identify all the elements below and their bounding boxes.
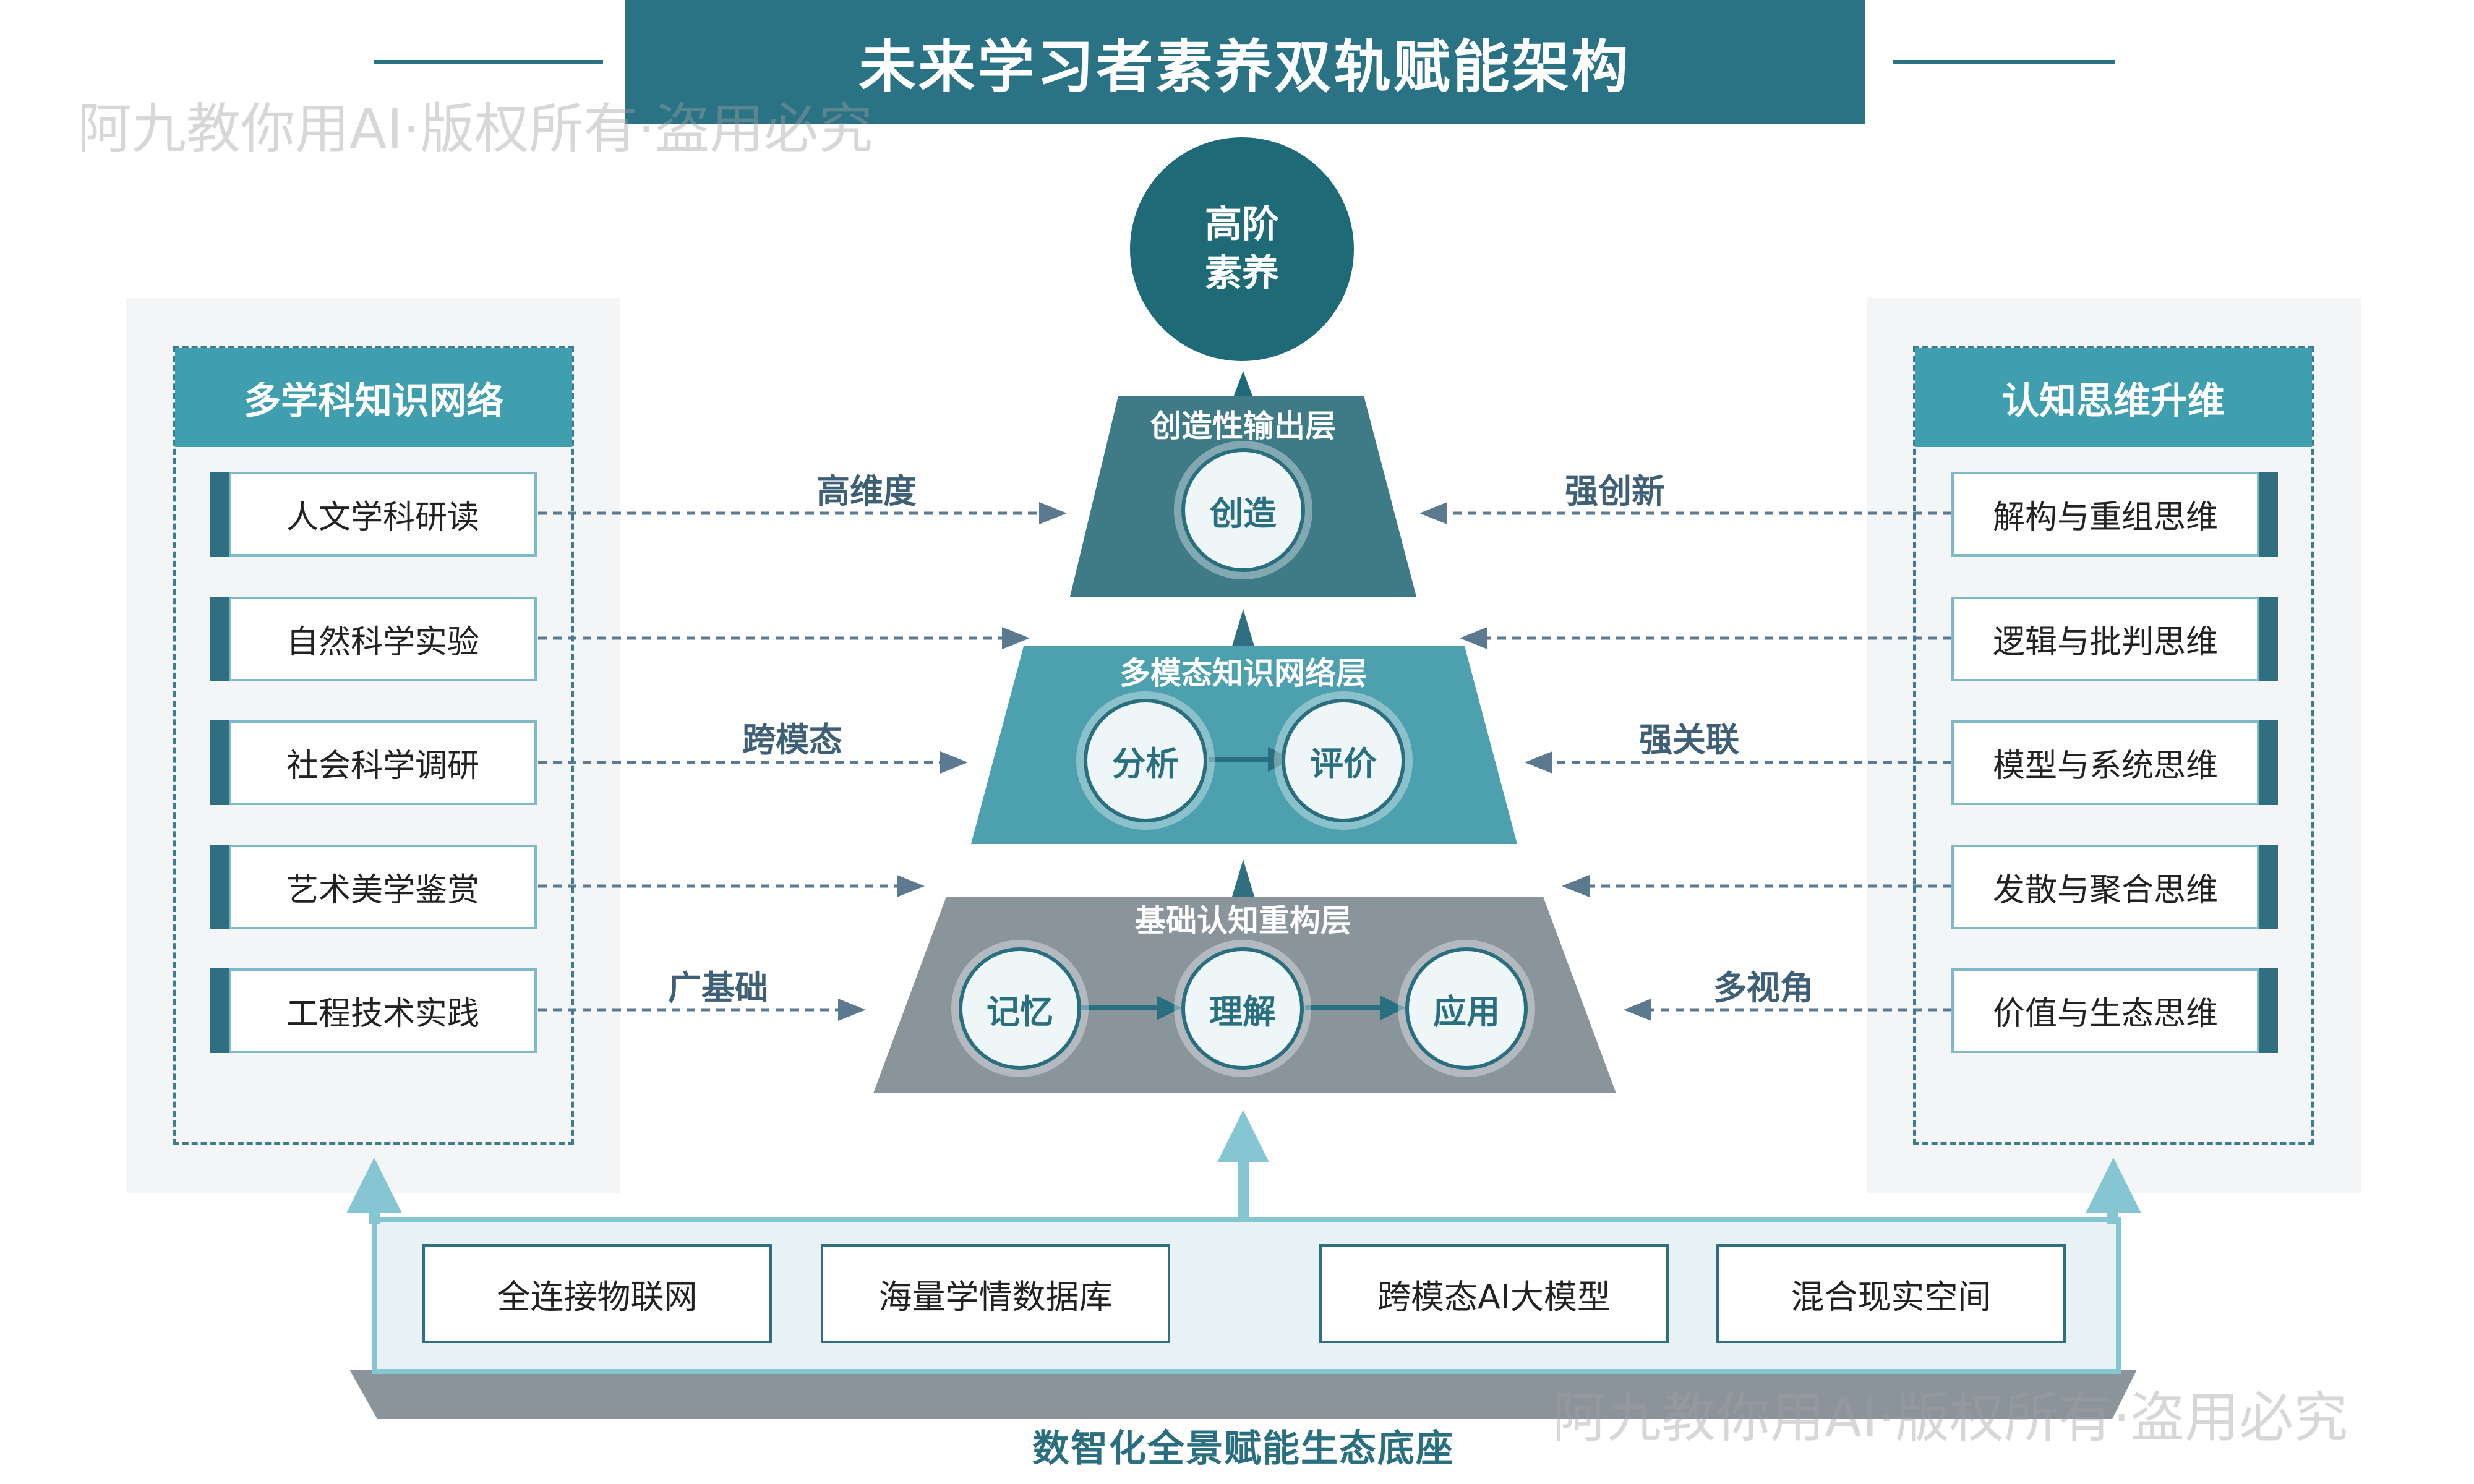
left-arrow-shaft — [369, 1212, 380, 1224]
apex-line-2: 素养 — [1205, 252, 1279, 295]
right-link-3-head — [1525, 751, 1552, 774]
title-right-rule — [1893, 60, 2115, 64]
center-arrow-shaft — [1238, 1159, 1249, 1221]
left-item-tab-3 — [210, 720, 229, 805]
watermark-top: 阿九教你用AI·版权所有·盗用必究 — [77, 97, 873, 161]
right-item-5: 价值与生态思维 — [1951, 968, 2259, 1053]
right-item-tab-3 — [2259, 720, 2278, 805]
connector-bottom-up — [1232, 859, 1254, 897]
right-link-1-head — [1419, 502, 1447, 524]
left-item-5: 工程技术实践 — [229, 968, 537, 1053]
left-arrow-head — [346, 1158, 402, 1213]
right-link-2-head — [1460, 627, 1487, 649]
center-arrow-head — [1217, 1110, 1269, 1162]
node-create: 创造 — [1181, 448, 1305, 572]
base-item-ai-model: 跨模态AI大模型 — [1319, 1244, 1669, 1343]
right-item-tab-5 — [2259, 968, 2278, 1053]
node-remember: 记忆 — [959, 947, 1081, 1070]
left-item-tab-2 — [210, 597, 229, 681]
apex-line-1: 高阶 — [1205, 202, 1279, 246]
left-link-2-head — [1002, 627, 1030, 649]
left-item-3: 社会科学调研 — [229, 720, 537, 805]
right-label-multi-perspective: 多视角 — [1713, 968, 1813, 1007]
connector-top-up — [1234, 371, 1252, 396]
right-item-tab-2 — [2259, 597, 2278, 681]
page-title: 未来学习者素养双轨赋能架构 — [625, 0, 1865, 124]
node-understand: 理解 — [1181, 947, 1304, 1070]
left-item-tab-4 — [210, 845, 229, 929]
left-link-5-head — [838, 999, 866, 1021]
bottom-layer-title: 基础认知重构层 — [1135, 903, 1351, 939]
watermark-bottom: 阿九教你用AI·版权所有·盗用必究 — [1552, 1386, 2348, 1449]
right-panel-frame — [1913, 346, 2314, 1145]
left-panel-frame — [173, 346, 574, 1145]
node-analyze: 分析 — [1084, 699, 1207, 822]
node-evaluate: 评价 — [1282, 699, 1405, 822]
node-apply: 应用 — [1405, 947, 1528, 1070]
title-left-rule — [374, 60, 603, 64]
right-link-4-head — [1562, 875, 1590, 897]
left-panel-header: 多学科知识网络 — [175, 348, 572, 447]
right-item-4: 发散与聚合思维 — [1951, 845, 2259, 929]
left-link-4-head — [897, 875, 925, 897]
right-item-tab-1 — [2259, 472, 2278, 556]
left-link-3-head — [940, 751, 968, 774]
right-item-2: 逻辑与批判思维 — [1951, 597, 2259, 681]
middle-layer-title: 多模态知识网络层 — [1119, 655, 1367, 691]
right-label-strong-association: 强关联 — [1639, 720, 1739, 759]
right-panel-header: 认知思维升维 — [1915, 348, 2312, 447]
apex-competency-circle: 高阶 素养 — [1130, 137, 1354, 361]
right-item-tab-4 — [2259, 845, 2278, 929]
left-item-tab-1 — [210, 472, 229, 556]
base-item-learning-database: 海量学情数据库 — [821, 1244, 1170, 1343]
right-label-strong-innovation: 强创新 — [1565, 472, 1665, 511]
left-label-broad-foundation: 广基础 — [668, 968, 768, 1007]
arrow-analyze-evaluate-head — [1268, 747, 1293, 772]
connector-middle-up — [1232, 609, 1254, 646]
left-item-2: 自然科学实验 — [229, 597, 537, 681]
base-item-iot: 全连接物联网 — [422, 1244, 772, 1343]
arrow-understand-apply-head — [1380, 996, 1405, 1020]
arrow-remember-understand-head — [1157, 996, 1181, 1020]
left-item-1: 人文学科研读 — [229, 472, 537, 556]
right-link-5-head — [1624, 999, 1651, 1021]
left-item-4: 艺术美学鉴赏 — [229, 845, 537, 929]
right-item-1: 解构与重组思维 — [1951, 472, 2259, 556]
base-platform-shadow — [349, 1370, 2137, 1419]
base-caption: 数智化全景赋能生态底座 — [1032, 1426, 1454, 1470]
left-label-high-dimension: 高维度 — [816, 472, 917, 511]
left-item-tab-5 — [210, 968, 229, 1053]
base-item-mixed-reality: 混合现实空间 — [1716, 1244, 2066, 1343]
right-arrow-shaft — [2107, 1212, 2118, 1224]
left-label-cross-modal: 跨模态 — [742, 720, 842, 759]
right-arrow-head — [2086, 1158, 2141, 1213]
left-link-1-head — [1039, 502, 1067, 524]
right-item-3: 模型与系统思维 — [1951, 720, 2259, 805]
top-layer-title: 创造性输出层 — [1150, 408, 1336, 444]
